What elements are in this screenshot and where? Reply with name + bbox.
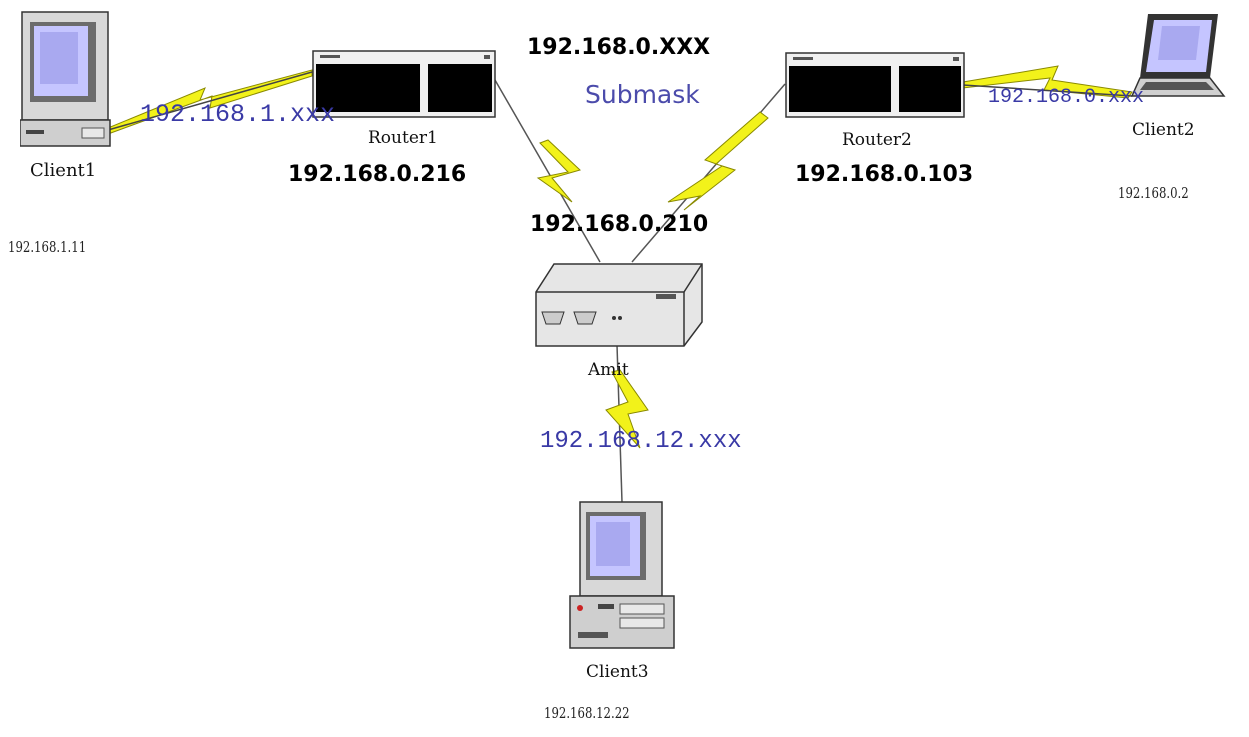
link-amit-client3: [605, 344, 649, 503]
client2-link-label: 192.168.0.xxx: [988, 86, 1145, 109]
subnet-label: 192.168.0.XXX: [527, 35, 711, 60]
client3-link-label: 192.168.12.xxx: [540, 428, 742, 455]
desktop-computer-icon: [20, 11, 111, 147]
client2-ip: 192.168.0.2: [1118, 184, 1189, 202]
client3-name: Client3: [586, 662, 649, 682]
router2-name: Router2: [842, 130, 912, 150]
lightning-bolt: [605, 369, 649, 449]
client3-ip: 192.168.12.22: [544, 704, 630, 722]
desktop-computer-icon: [569, 501, 675, 649]
client1-name: Client1: [30, 160, 97, 181]
router1-name: Router1: [368, 128, 438, 148]
amit-ip: 192.168.0.210: [530, 212, 709, 237]
lightning-bolt: [962, 65, 1133, 99]
router1-icon: [312, 50, 496, 118]
client2-name: Client2: [1132, 120, 1195, 140]
link-router2-amit: [631, 83, 786, 263]
link-router1-amit: [494, 79, 601, 263]
client1-link-label: 192.168.1.xxx: [140, 100, 336, 129]
laptop-icon: [1130, 14, 1226, 97]
submask-label: Submask: [585, 80, 700, 109]
lightning-bolt: [667, 111, 769, 211]
link-client1-router1: [107, 69, 313, 135]
link-router2-client2: [962, 65, 1133, 99]
lightning-bolt: [536, 139, 581, 203]
router2-ip: 192.168.0.103: [795, 162, 974, 187]
router2-icon: [785, 52, 965, 118]
amit-name: Amit: [588, 360, 629, 380]
amit-device-icon: [535, 263, 703, 347]
router1-ip: 192.168.0.216: [288, 162, 467, 187]
client1-ip: 192.168.1.11: [8, 238, 87, 256]
